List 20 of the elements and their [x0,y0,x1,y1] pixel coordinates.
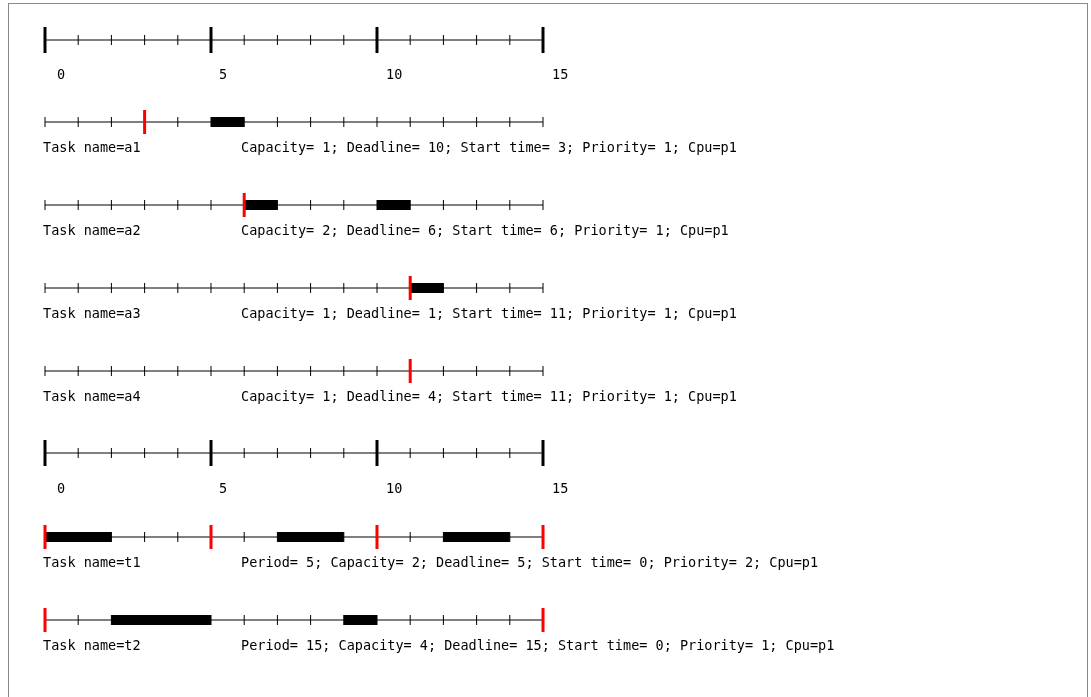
task-name: Task name=a4 [43,388,141,404]
axis-tick-label: 15 [552,66,569,82]
task-name: Task name=t1 [43,554,141,570]
task-name: Task name=a3 [43,305,141,321]
task-parameters: Capacity= 1; Deadline= 10; Start time= 3; Priority= 1; Cpu=p1 [241,139,737,155]
axis-tick-label: 10 [386,66,403,82]
task-parameters: Capacity= 2; Deadline= 6; Start time= 6; Priority= 1; Cpu=p1 [241,222,729,238]
axis-tick-label: 0 [57,480,66,496]
axis-tick-label: 5 [219,66,228,82]
task-name: Task name=a1 [43,139,141,155]
task-parameters: Capacity= 1; Deadline= 1; Start time= 11; Priority= 1; Cpu=p1 [241,305,737,321]
axis-tick-label: 15 [552,480,569,496]
task-parameters: Capacity= 1; Deadline= 4; Start time= 11; Priority= 1; Cpu=p1 [241,388,737,404]
axis-tick-label: 10 [386,480,403,496]
task-parameters: Period= 15; Capacity= 4; Deadline= 15; Start time= 0; Priority= 1; Cpu=p1 [241,637,835,653]
task-name: Task name=a2 [43,222,141,238]
axis-tick-label: 0 [57,66,66,82]
task-parameters: Period= 5; Capacity= 2; Deadline= 5; Start time= 0; Priority= 2; Cpu=p1 [241,554,819,570]
task-name: Task name=t2 [43,637,141,653]
axis-tick-label: 5 [219,480,228,496]
